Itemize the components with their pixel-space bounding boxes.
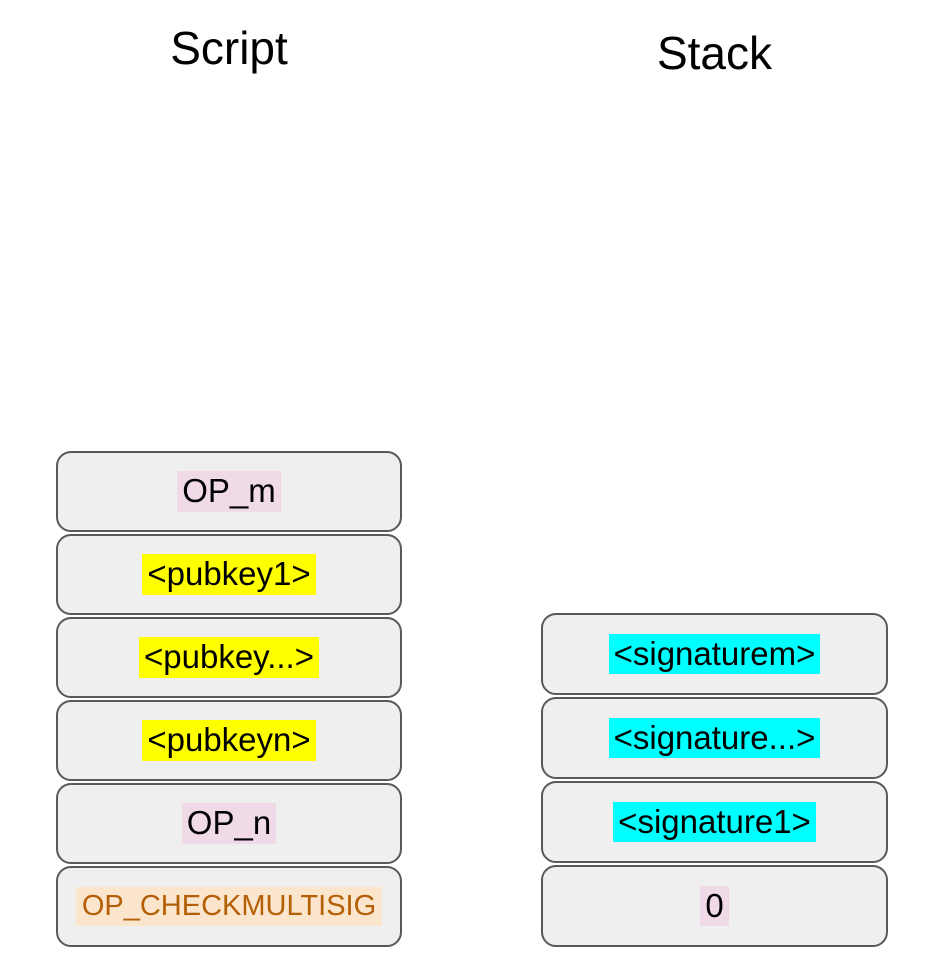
item-label: <signature1> (613, 801, 816, 843)
stack-item-signature: <signature...> (541, 697, 888, 779)
stack-item-signaturem: <signaturem> (541, 613, 888, 695)
item-label: <pubkey1> (142, 554, 316, 595)
item-label: OP_n (181, 803, 277, 844)
item-label: OP_CHECKMULTISIG (75, 886, 383, 927)
item-label: <pubkeyn> (142, 720, 316, 761)
script-item-op-checkmultisig: OP_CHECKMULTISIG (56, 866, 402, 947)
stack-item-0: 0 (541, 865, 888, 947)
item-label: OP_m (177, 471, 281, 512)
item-label: 0 (700, 885, 729, 927)
script-item-pubkey: <pubkey...> (56, 617, 402, 698)
stack-column-title: Stack (656, 27, 773, 79)
script-item-pubkey1: <pubkey1> (56, 534, 402, 615)
script-item-op-n: OP_n (56, 783, 402, 864)
stack-item-signature1: <signature1> (541, 781, 888, 863)
stack-column: <signaturem> <signature...> <signature1> 0 (541, 613, 888, 947)
script-item-op-m: OP_m (56, 451, 402, 532)
item-label: <signature...> (608, 717, 821, 759)
item-label: <pubkey...> (138, 637, 319, 678)
script-column-title: Script (170, 22, 288, 74)
script-item-pubkeyn: <pubkeyn> (56, 700, 402, 781)
item-label: <signaturem> (608, 633, 821, 675)
